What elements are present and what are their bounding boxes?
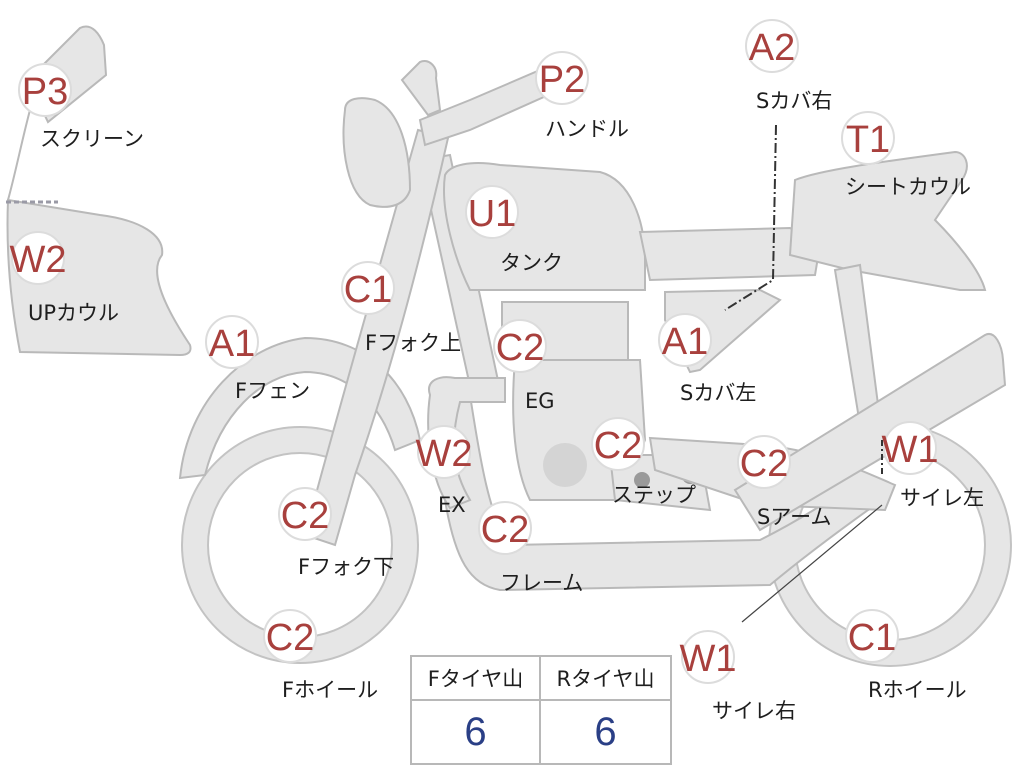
part-label: Fホイール — [282, 678, 378, 702]
part-code: T1 — [846, 119, 890, 161]
front-tire-value: 6 — [412, 701, 541, 763]
part-badge-circle — [417, 425, 471, 479]
part-code: C1 — [848, 617, 897, 659]
part-badge-circle — [478, 501, 532, 555]
part-label: Sカバ左 — [680, 381, 756, 405]
front-wheel-outline-outer — [181, 426, 419, 664]
part-code: W2 — [416, 433, 473, 475]
part-screen: P3 スクリーン — [18, 63, 144, 151]
part-badge-circle — [841, 111, 895, 165]
part-code: A1 — [209, 323, 255, 365]
part-badges: P3スクリーンW2UPカウルP2ハンドルA2Sカバ右T1シートカウルU1タンクC… — [10, 19, 984, 723]
part-label: Sカバ右 — [756, 89, 832, 113]
part-seat-cowl: T1 シートカウル — [841, 111, 971, 199]
part-label: サイレ右 — [712, 699, 796, 723]
part-badge-circle — [18, 63, 72, 117]
part-label: Fフェン — [235, 379, 310, 403]
part-label: Sアーム — [757, 505, 831, 529]
part-badge-circle — [205, 315, 259, 369]
part-label: EX — [438, 493, 466, 517]
part-code: W1 — [882, 429, 939, 471]
part-label: スクリーン — [40, 127, 144, 151]
part-code: C2 — [594, 425, 643, 467]
footpeg-1 — [634, 472, 650, 488]
front-wheel-outline-inner — [207, 452, 393, 638]
part-code: W2 — [10, 239, 67, 281]
part-tank: U1 タンク — [465, 185, 563, 275]
rear-tire-value: 6 — [594, 709, 617, 754]
part-label: フレーム — [500, 571, 583, 595]
part-badge-circle — [883, 421, 937, 475]
handle-stem-shape — [400, 60, 442, 117]
part-code: C2 — [281, 495, 330, 537]
part-code: A1 — [662, 321, 708, 363]
part-badge-circle — [681, 630, 735, 684]
part-label: ハンドル — [545, 117, 629, 141]
muffler-shape — [733, 333, 1007, 532]
part-label: UPカウル — [28, 301, 119, 325]
part-muffler-r: W1 サイレ右 — [680, 630, 796, 723]
part-badge-circle — [493, 319, 547, 373]
part-label: ステップ — [612, 483, 696, 507]
part-badge-circle — [465, 185, 519, 239]
part-muffler-l: W1 サイレ左 — [882, 421, 984, 510]
part-badge-circle — [745, 19, 799, 73]
tire-tread-table: Fタイヤ山 Rタイヤ山 6 6 — [410, 655, 672, 765]
part-code: C1 — [344, 269, 393, 311]
seat-cowl-shape — [788, 150, 987, 291]
part-badge-circle — [658, 313, 712, 367]
part-label: タンク — [500, 251, 563, 275]
part-code: A2 — [749, 27, 795, 69]
part-label: EG — [525, 389, 555, 413]
front-tire-header: Fタイヤ山 — [412, 657, 541, 701]
part-code: C2 — [740, 443, 789, 485]
rear-tire-header: Rタイヤ山 — [541, 657, 670, 701]
part-step: C2 ステップ — [591, 417, 696, 507]
headlight-shape — [342, 97, 412, 208]
part-code: C2 — [481, 509, 530, 551]
part-code: W1 — [680, 638, 737, 680]
part-badge-circle — [737, 435, 791, 489]
part-label: Rホイール — [868, 678, 967, 702]
part-code: C2 — [496, 327, 545, 369]
s-cover-r-leader — [724, 124, 777, 311]
part-label: Fフォク上 — [365, 331, 461, 355]
engine-cover-circle — [543, 443, 587, 487]
part-badge-circle — [845, 609, 899, 663]
part-badge-circle — [278, 487, 332, 541]
screen-cowl-link — [7, 109, 31, 201]
part-frame: C2 フレーム — [478, 501, 583, 595]
part-badge-circle — [535, 51, 589, 105]
muffler-r-leader — [741, 504, 883, 623]
rear-shock-shape — [833, 263, 882, 427]
part-badge-circle — [591, 417, 645, 471]
part-badge-circle — [341, 261, 395, 315]
part-label: Fフォク下 — [298, 555, 394, 579]
part-code: C2 — [266, 617, 315, 659]
part-label: サイレ左 — [900, 486, 984, 510]
part-code: P2 — [539, 59, 585, 101]
part-badge-circle — [263, 609, 317, 663]
part-handle: P2 ハンドル — [535, 51, 629, 141]
part-badge-circle — [11, 231, 65, 285]
part-label: シートカウル — [845, 175, 971, 199]
part-code: U1 — [468, 193, 517, 235]
part-code: P3 — [22, 71, 68, 113]
